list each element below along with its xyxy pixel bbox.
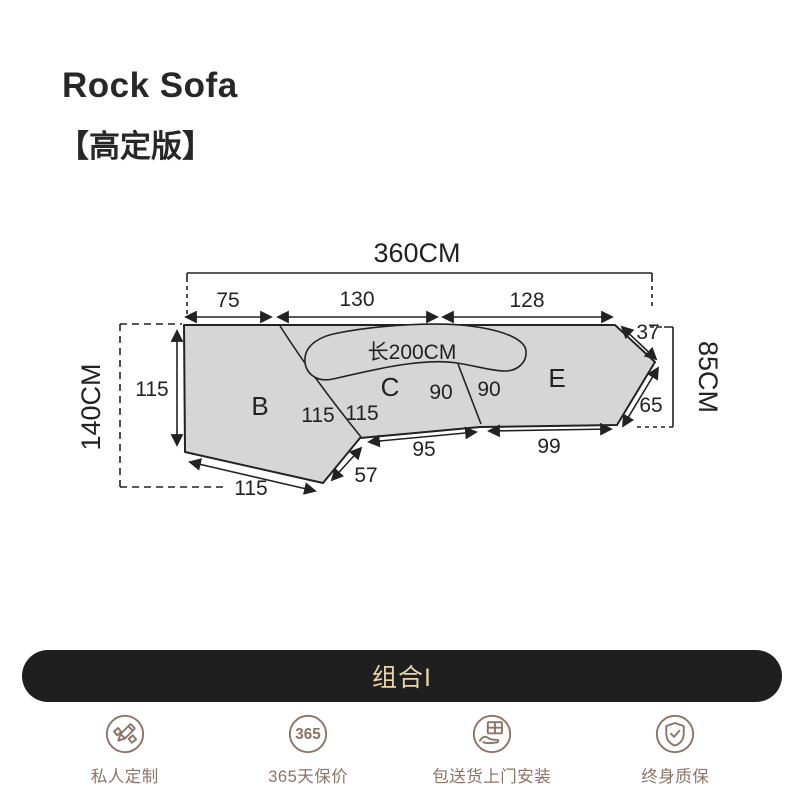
dim-arrow-115-bottom [188,458,317,495]
dim-label-height-right: 85CM [693,341,723,413]
dim-arrow-37 [620,325,658,361]
divider-c-e [457,363,482,425]
combo-label: 组合I [372,664,432,692]
product-edition: 【高定版】 [58,129,213,164]
total-width-bracket-dashes [186,286,653,314]
feature-custom: 私人定制 [33,713,217,787]
dim-label-95: 95 [412,438,435,461]
back-cushion-shape [304,323,527,381]
dim-label-total-width: 360CM [373,238,460,268]
dim-label-115-left: 115 [135,378,168,401]
dim-arrow-95 [367,426,478,448]
dim-arrow-57 [330,446,363,482]
dim-label-99: 99 [537,435,560,458]
feature-label: 私人定制 [90,768,159,786]
feature-price-protection: 365 365天保价 [217,713,401,787]
section-label-e: E [548,363,565,393]
dim-label-37: 37 [636,321,659,344]
dim-label-128: 128 [509,289,544,312]
feature-warranty: 终身质保 [584,713,768,787]
dim-arrow-65 [622,366,659,428]
inner-label-90-left: 90 [429,381,452,404]
height-bracket-right [664,326,674,427]
product-title: Rock Sofa [62,66,238,105]
dim-label-75: 75 [216,289,239,312]
feature-delivery-install: 包送货上门安装 [400,713,584,787]
feature-label: 包送货上门安装 [432,768,552,786]
section-label-c: C [381,372,400,402]
dim-label-130: 130 [339,288,374,311]
height-bracket-right-dashes [637,326,673,428]
inner-label-115-left: 115 [301,404,334,427]
feature-label: 365天保价 [268,768,349,786]
cushion-length-label: 长200CM [368,341,457,364]
dim-label-65: 65 [639,394,662,417]
delivery-hand-icon [472,714,511,754]
feature-label: 终身质保 [641,768,710,786]
total-width-bracket [186,272,653,282]
inner-label-90-right: 90 [477,378,500,401]
dim-label-115-bottom: 115 [234,477,267,500]
dim-label-height-left: 140CM [76,363,106,450]
shield-check-icon [656,714,695,754]
inner-label-115-right: 115 [345,402,378,425]
badge-365-icon: 365 [289,714,328,754]
dim-arrow-99 [487,422,613,438]
pencil-ruler-icon [105,714,144,754]
section-label-b: B [251,391,268,421]
badge-365-text: 365 [296,726,322,743]
service-features-row: 私人定制 365 365天保价 包送货上门安装 [33,713,767,787]
combo-button[interactable]: 组合I [22,650,782,702]
dim-label-57: 57 [354,464,377,487]
